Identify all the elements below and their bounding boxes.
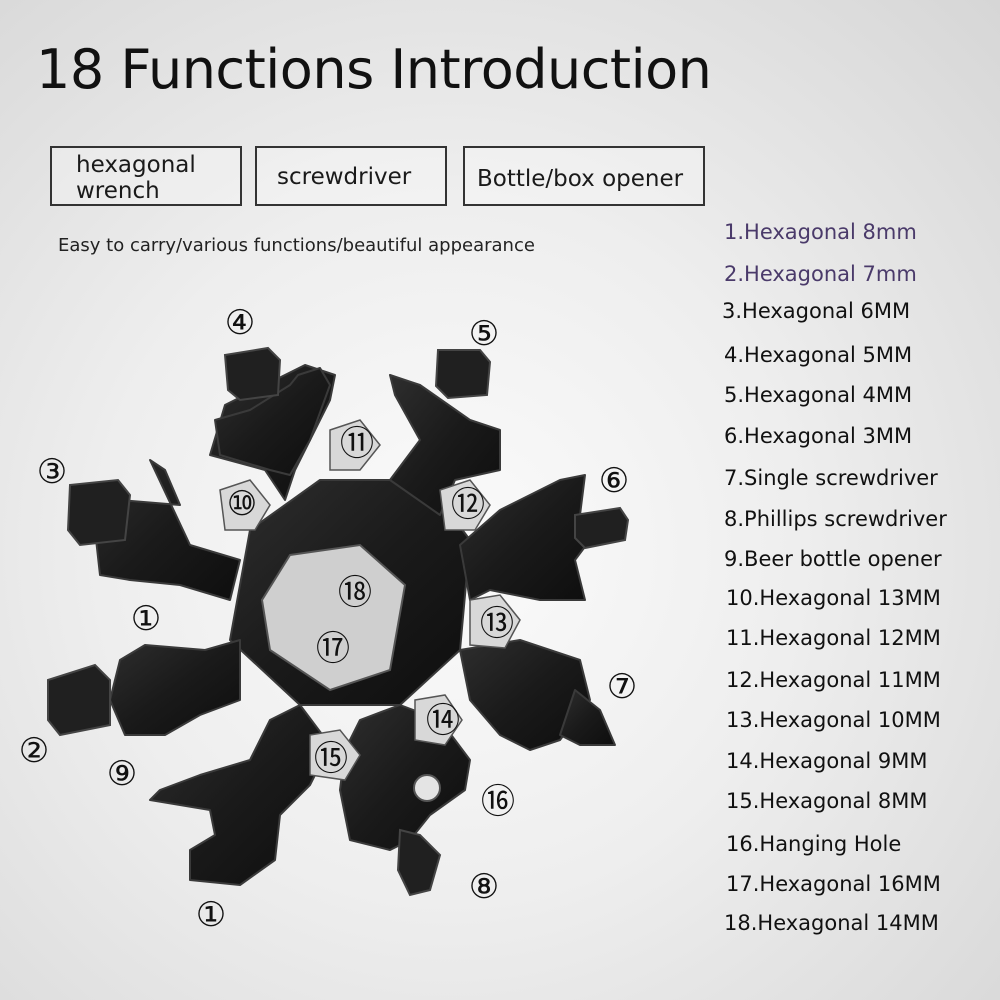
feature-box-label: Bottle/box opener <box>477 166 684 192</box>
function-item: 3.Hexagonal 6MM <box>722 299 911 323</box>
page-title: 18 Functions Introduction <box>36 38 712 101</box>
function-item: 8.Phillips screwdriver <box>724 507 947 531</box>
function-item: 11.Hexagonal 12MM <box>726 626 941 650</box>
function-item: 14.Hexagonal 9MM <box>726 749 928 773</box>
callout-16: ⑯ <box>481 782 515 822</box>
function-item: 2.Hexagonal 7mm <box>724 262 917 286</box>
callout-5: ⑤ <box>469 314 499 354</box>
function-item: 4.Hexagonal 5MM <box>724 343 913 367</box>
function-item: 18.Hexagonal 14MM <box>724 911 939 935</box>
callout-numbers: ① ② ③ ④ ⑤ ⑥ ⑦ ⑧ ⑨ ⑩ ⑪ ⑫ ⑬ ⑭ ⑮ ⑯ ⑰ ⑱ ① <box>19 303 637 935</box>
callout-14: ⑭ <box>426 701 460 741</box>
callout-17: ⑰ <box>316 629 350 669</box>
callout-12: ⑫ <box>451 485 485 525</box>
function-item: 15.Hexagonal 8MM <box>726 789 928 813</box>
function-item: 1.Hexagonal 8mm <box>724 220 917 244</box>
callout-13: ⑬ <box>480 604 514 644</box>
function-item: 6.Hexagonal 3MM <box>724 424 913 448</box>
callout-2: ② <box>19 731 49 771</box>
callout-9: ⑨ <box>107 754 137 794</box>
callout-8: ⑧ <box>469 867 499 907</box>
callout-4: ④ <box>225 303 255 343</box>
feature-box-screwdriver: screwdriver <box>255 146 447 206</box>
wrench-openings <box>219 419 521 781</box>
feature-box-hex-wrench: hexagonal wrench <box>50 146 242 206</box>
callout-11: ⑪ <box>340 424 374 464</box>
feature-box-label: screwdriver <box>277 164 412 190</box>
hanging-hole <box>413 774 441 802</box>
function-item: 13.Hexagonal 10MM <box>726 708 941 732</box>
feature-box-label-line1: hexagonal <box>76 152 196 178</box>
callout-1: ① <box>131 599 161 639</box>
function-item: 16.Hanging Hole <box>726 832 902 856</box>
callout-7: ⑦ <box>607 667 637 707</box>
tagline: Easy to carry/various functions/beautifu… <box>58 235 535 256</box>
hex-bits <box>47 346 630 897</box>
function-item: 17.Hexagonal 16MM <box>726 872 941 896</box>
feature-box-label-line2: wrench <box>76 178 160 204</box>
callout-18: ⑱ <box>338 573 372 613</box>
function-item: 5.Hexagonal 4MM <box>724 383 913 407</box>
function-item: 12.Hexagonal 11MM <box>726 668 941 692</box>
callout-1-bottom: ① <box>196 895 226 935</box>
function-item: 10.Hexagonal 13MM <box>726 586 941 610</box>
center-hex-hole <box>260 543 407 692</box>
callout-6: ⑥ <box>599 461 629 501</box>
feature-box-opener: Bottle/box opener <box>463 146 705 206</box>
function-item: 7.Single screwdriver <box>724 466 938 490</box>
function-item: 9.Beer bottle opener <box>724 547 942 571</box>
callout-3: ③ <box>37 452 67 492</box>
callout-15: ⑮ <box>314 739 348 779</box>
callout-10: ⑩ <box>227 484 257 524</box>
